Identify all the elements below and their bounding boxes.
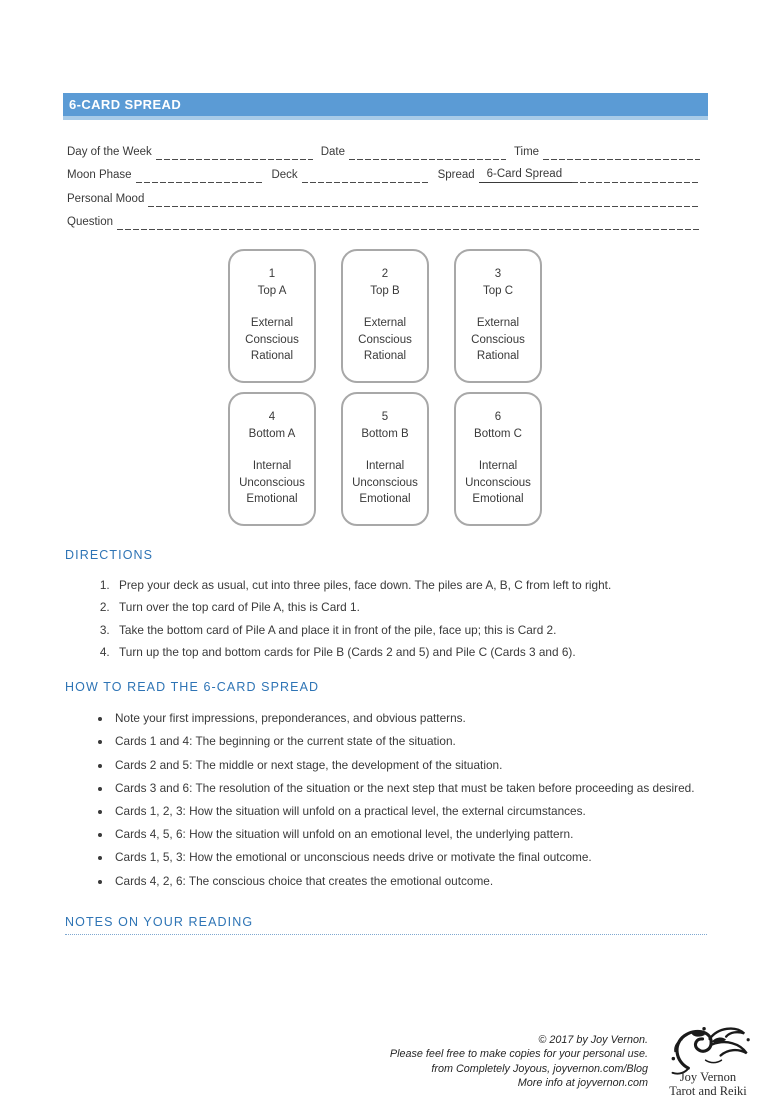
card-attribute: Internal [478, 460, 518, 472]
card-attribute: External [250, 317, 294, 329]
flourish-icon [671, 1026, 750, 1075]
spread-label: Spread [437, 169, 475, 181]
day-of-week-label: Day of the Week [67, 145, 152, 158]
notes-heading: NOTES ON YOUR READING [65, 915, 707, 935]
card-number: 1 [268, 268, 276, 280]
banner-accent-strip [63, 116, 708, 120]
card-position: Bottom C [474, 427, 522, 440]
time-label: Time [513, 145, 540, 158]
directions-heading: DIRECTIONS [65, 548, 154, 562]
how-to-read-heading: HOW TO READ THE 6-CARD SPREAD [65, 680, 320, 695]
personal-mood-label: Personal Mood [67, 192, 145, 205]
card-attribute: External [476, 317, 520, 329]
joy-vernon-logo: Joy Vernon Tarot and Reiki [654, 1024, 762, 1099]
card-attribute: Unconscious [352, 476, 418, 489]
card-attribute: External [363, 317, 407, 329]
card-position: Top A [257, 284, 287, 297]
deck-blank-line [301, 169, 430, 183]
how-to-read-item: Cards 1 and 4: The beginning or the curr… [112, 730, 705, 753]
card-attribute: Unconscious [239, 476, 305, 489]
form-row-4: Question [67, 207, 700, 230]
how-to-read-item: Cards 1, 2, 3: How the situation will un… [112, 800, 705, 823]
card-position: Bottom B [361, 427, 409, 440]
how-to-read-item: Cards 1, 5, 3: How the emotional or unco… [112, 846, 705, 869]
how-to-read-item: Note your first impressions, preponderan… [112, 707, 705, 730]
spread-value: 6-Card Spread [478, 168, 573, 183]
card-number: 6 [494, 411, 502, 423]
date-blank-line [349, 145, 506, 160]
spread-card-2: 2 Top B External Conscious Rational [341, 249, 429, 383]
card-number: 2 [381, 268, 389, 280]
copyright-block: © 2017 by Joy Vernon. Please feel free t… [390, 1033, 648, 1091]
spread-card-5: 5 Bottom B Internal Unconscious Emotiona… [341, 392, 429, 526]
how-to-read-item: Cards 3 and 6: The resolution of the sit… [112, 777, 705, 800]
card-attribute: Conscious [358, 333, 412, 346]
card-position: Top C [482, 284, 514, 297]
card-attribute: Unconscious [465, 476, 531, 489]
card-position: Top B [370, 284, 400, 297]
card-number: 3 [494, 268, 502, 280]
card-attributes: Internal Unconscious Emotional [456, 458, 540, 508]
card-attributes: Internal Unconscious Emotional [230, 458, 314, 508]
spread-card-diagram: 1 Top A External Conscious Rational 2 To… [228, 249, 542, 526]
logo-name: Joy Vernon [679, 1070, 737, 1084]
logo-subtitle: Tarot and Reiki [669, 1084, 747, 1098]
card-attribute: Rational [363, 350, 407, 362]
card-attribute: Conscious [245, 333, 299, 346]
moon-phase-label: Moon Phase [67, 169, 132, 181]
direction-step: Take the bottom card of Pile A and place… [113, 619, 705, 641]
copyright-line: from Completely Joyous, joyvernon.com/Bl… [431, 1062, 648, 1075]
spread-card-1: 1 Top A External Conscious Rational [228, 249, 316, 383]
card-attribute: Emotional [472, 493, 524, 505]
direction-step: Turn over the top card of Pile A, this i… [113, 596, 705, 618]
form-row-3: Personal Mood [67, 183, 700, 207]
spread-card-3: 3 Top C External Conscious Rational [454, 249, 542, 383]
section-banner: 6-CARD SPREAD [63, 93, 708, 116]
card-attribute: Rational [476, 350, 520, 362]
how-to-read-item: Cards 4, 2, 6: The conscious choice that… [112, 870, 705, 893]
copyright-line: More info at joyvernon.com [517, 1077, 648, 1089]
moon-phase-blank-line [135, 169, 264, 183]
direction-step: Prep your deck as usual, cut into three … [113, 574, 705, 596]
card-attributes: External Conscious Rational [230, 315, 314, 365]
card-attribute: Emotional [246, 493, 298, 505]
card-position: Bottom A [248, 427, 296, 440]
reading-info-form: Day of the Week Date Time Moon Phase Dec… [67, 136, 701, 230]
directions-list: Prep your deck as usual, cut into three … [113, 574, 705, 663]
time-blank-line [543, 145, 701, 160]
day-of-week-blank-line [155, 145, 313, 160]
form-row-2: Moon Phase Deck Spread 6-Card Spread [67, 160, 700, 183]
question-blank-line [117, 216, 700, 230]
card-attribute: Conscious [471, 333, 525, 346]
date-label: Date [320, 145, 346, 158]
deck-label: Deck [271, 169, 298, 181]
document-page: 6-CARD SPREAD Day of the Week Date Time … [0, 93, 770, 1117]
card-attribute: Rational [250, 350, 294, 362]
page-title: 6-CARD SPREAD [69, 97, 182, 112]
personal-mood-blank-line [148, 192, 700, 207]
how-to-read-item: Cards 4, 5, 6: How the situation will un… [112, 823, 705, 846]
card-attributes: External Conscious Rational [456, 315, 540, 365]
card-attributes: Internal Unconscious Emotional [343, 458, 427, 508]
card-attribute: Internal [252, 460, 292, 472]
footer: © 2017 by Joy Vernon. Please feel free t… [390, 1024, 762, 1099]
question-label: Question [67, 216, 114, 228]
card-attribute: Emotional [359, 493, 411, 505]
card-attributes: External Conscious Rational [343, 315, 427, 365]
copyright-line: © 2017 by Joy Vernon. [538, 1033, 648, 1046]
how-to-read-list: Note your first impressions, preponderan… [112, 707, 705, 893]
card-attribute: Internal [365, 460, 405, 472]
copyright-line: Please feel free to make copies for your… [389, 1048, 648, 1060]
spread-card-6: 6 Bottom C Internal Unconscious Emotiona… [454, 392, 542, 526]
form-row-1: Day of the Week Date Time [67, 136, 701, 160]
spread-card-4: 4 Bottom A Internal Unconscious Emotiona… [228, 392, 316, 526]
card-number: 5 [381, 411, 389, 423]
spread-blank-line [572, 169, 700, 183]
direction-step: Turn up the top and bottom cards for Pil… [113, 641, 705, 663]
how-to-read-item: Cards 2 and 5: The middle or next stage,… [112, 754, 705, 777]
card-number: 4 [268, 411, 276, 423]
